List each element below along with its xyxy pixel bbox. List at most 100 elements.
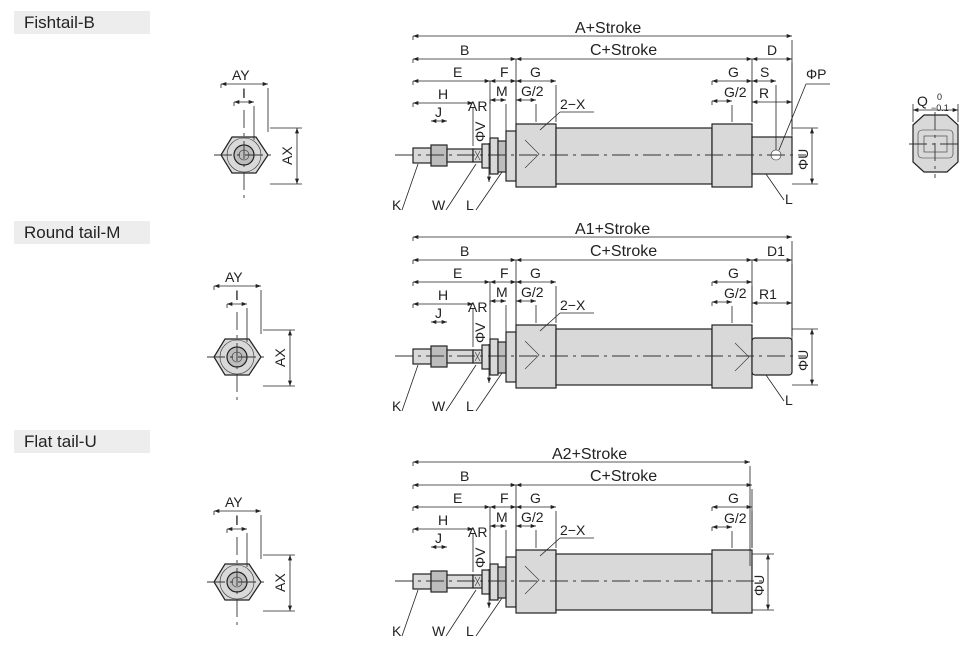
- ax-label: AX: [279, 146, 295, 165]
- dim-phi-u: ΦU: [795, 350, 811, 371]
- dim-k: K: [392, 623, 402, 639]
- q-tol-lower: −0.1: [931, 103, 949, 113]
- dim-b: B: [460, 243, 469, 259]
- dim-b: B: [460, 42, 469, 58]
- dim-j: J: [435, 305, 442, 321]
- rod-nut: [430, 144, 448, 167]
- dim-e: E: [453, 64, 462, 80]
- dim-h: H: [438, 86, 448, 102]
- round-tail: [751, 337, 793, 376]
- dim-g-right: G: [728, 490, 739, 506]
- head-nut: [505, 331, 517, 383]
- mount-flange: [489, 137, 499, 175]
- cylinder-tube: [555, 553, 713, 611]
- dim-h: H: [438, 512, 448, 528]
- dim-c: C+Stroke: [590, 243, 657, 260]
- rod-nut: [430, 345, 448, 368]
- rod-end: [412, 573, 432, 590]
- dim-k: K: [392, 398, 402, 414]
- rod: [446, 148, 474, 163]
- dim-g2: G/2: [521, 284, 544, 300]
- dim-k: K: [392, 197, 402, 213]
- dim-h: H: [438, 287, 448, 303]
- head-nut: [505, 130, 517, 182]
- dim-c: C+Stroke: [590, 42, 657, 59]
- section-label-round-tail: Round tail-M: [14, 221, 150, 244]
- dim-l-right: L: [785, 191, 793, 207]
- dim-l: L: [466, 197, 474, 213]
- dim-total: A+Stroke: [575, 20, 641, 37]
- dim-phi-u: ΦU: [751, 575, 767, 596]
- ax-label: AX: [272, 348, 288, 367]
- dim-l: L: [466, 398, 474, 414]
- mount-nut: [497, 140, 507, 173]
- i-label: I: [235, 512, 239, 528]
- i-label: I: [235, 287, 239, 303]
- dim-2x: 2−X: [560, 522, 586, 538]
- dim-l: L: [466, 623, 474, 639]
- rod: [446, 349, 474, 364]
- dim-2x: 2−X: [560, 297, 586, 313]
- rear-cover: [711, 324, 753, 389]
- dim-total: A1+Stroke: [575, 221, 650, 238]
- front-cover: [515, 123, 557, 188]
- dim-g2-right: G/2: [724, 285, 747, 301]
- dim-phi-v: ΦV: [472, 322, 488, 343]
- mount-nut: [497, 566, 507, 599]
- q-tol-upper: 0: [937, 92, 942, 102]
- rear-cover: [711, 123, 753, 188]
- dim-w: W: [432, 197, 446, 213]
- dim-l-right: L: [785, 392, 793, 408]
- rod-end: [412, 348, 432, 365]
- dim-c: C+Stroke: [590, 468, 657, 485]
- dim-2x: 2−X: [560, 96, 586, 112]
- dim-total: A2+Stroke: [552, 446, 627, 463]
- dim-phi-p: ΦP: [806, 66, 827, 82]
- dim-s: S: [760, 64, 769, 80]
- dim-m: M: [496, 284, 508, 300]
- head-nut: [505, 556, 517, 608]
- mount-flange: [489, 338, 499, 376]
- dim-f: F: [500, 64, 509, 80]
- q-end-view: Q 0 −0.1: [909, 92, 963, 178]
- dim-m: M: [496, 83, 508, 99]
- rod-nut: [430, 570, 448, 593]
- front-cover: [515, 324, 557, 389]
- dim-ar: AR: [468, 524, 487, 540]
- dim-e: E: [453, 490, 462, 506]
- dim-e: E: [453, 265, 462, 281]
- dim-g: G: [530, 265, 541, 281]
- section-label-flat-tail: Flat tail-U: [14, 430, 150, 453]
- ax-label: AX: [272, 573, 288, 592]
- front-cover: [515, 549, 557, 614]
- rod: [446, 574, 474, 589]
- dim-g2-right: G/2: [724, 84, 747, 100]
- dim-r: R1: [759, 286, 777, 302]
- mount-flange: [489, 563, 499, 601]
- rear-cover: [711, 549, 753, 614]
- dim-j: J: [435, 104, 442, 120]
- cylinder-tube: [555, 328, 713, 386]
- dim-g-right: G: [728, 265, 739, 281]
- q-label: Q: [917, 93, 928, 109]
- dim-phi-u: ΦU: [795, 149, 811, 170]
- i-label: I: [242, 85, 246, 101]
- cylinder-tube: [555, 127, 713, 185]
- mount-nut: [497, 341, 507, 374]
- rod-end: [412, 147, 432, 164]
- dim-f: F: [500, 265, 509, 281]
- dim-d: D1: [767, 243, 785, 259]
- dim-g-right: G: [728, 64, 739, 80]
- section-label-fishtail: Fishtail-B: [14, 11, 150, 34]
- dim-m: M: [496, 509, 508, 525]
- dim-j: J: [435, 530, 442, 546]
- ay-label: AY: [232, 67, 250, 83]
- dim-g2-right: G/2: [724, 510, 747, 526]
